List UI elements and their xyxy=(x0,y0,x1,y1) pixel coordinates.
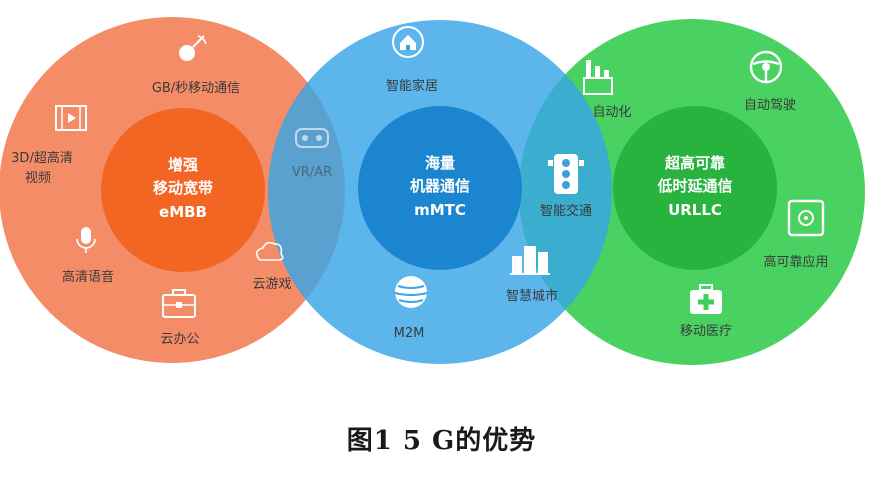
item-autonomous-driving-label: 自动驾驶 xyxy=(744,98,796,113)
briefcase-icon xyxy=(162,289,196,318)
factory-icon xyxy=(583,60,613,95)
item-mobile-medical-label: 移动医疗 xyxy=(680,324,732,339)
item-smart-traffic-label: 智能交通 xyxy=(540,203,592,219)
item-high-reliability-label: 高可靠应用 xyxy=(763,254,828,270)
embb-hub-line-1: 增强 xyxy=(168,156,198,174)
venn-diagram: 增强 移动宽带 eMBB 海量 机器通信 mMTC 超高可靠 低时延通信 URL… xyxy=(0,17,865,365)
film-strip-icon xyxy=(55,105,87,131)
item-hd-voice-label: 高清语音 xyxy=(62,269,114,285)
mmtc-hub-line-3: mMTC xyxy=(414,201,466,219)
urllc-hub xyxy=(613,106,777,270)
steering-wheel-icon xyxy=(749,50,783,84)
item-vr-ar-label: VR/AR xyxy=(292,165,332,180)
satellite-dish-icon xyxy=(179,35,207,61)
item-m2m-label: M2M xyxy=(394,326,425,341)
medical-kit-icon xyxy=(690,284,722,314)
traffic-light-icon xyxy=(548,154,584,194)
urllc-hub-line-3: URLLC xyxy=(668,201,722,219)
vr-headset-icon xyxy=(295,128,329,148)
city-buildings-icon xyxy=(510,246,550,275)
home-icon xyxy=(392,26,424,58)
item-smart-city-label: 智慧城市 xyxy=(506,288,558,304)
item-automation-label: 自动化 xyxy=(592,105,631,120)
urllc-hub-line-1: 超高可靠 xyxy=(664,154,725,172)
item-3d-video-label-2: 视频 xyxy=(25,171,51,186)
mmtc-hub-line-1: 海量 xyxy=(425,154,455,172)
mmtc-hub-line-2: 机器通信 xyxy=(410,177,470,195)
microphone-icon xyxy=(76,227,96,253)
item-cloud-game-label: 云游戏 xyxy=(252,277,291,292)
embb-hub-line-3: eMBB xyxy=(159,203,207,221)
mmtc-hub xyxy=(358,106,522,270)
urllc-hub-line-2: 低时延通信 xyxy=(656,177,732,195)
item-3d-video-label-1: 3D/超高清 xyxy=(11,150,73,166)
item-smart-home-label: 智能家居 xyxy=(386,78,438,94)
embb-hub xyxy=(101,108,265,272)
figure-caption: 图1 5 G的优势 xyxy=(346,426,537,456)
item-cloud-office-label: 云办公 xyxy=(160,332,199,347)
cloud-game-icon xyxy=(256,241,284,261)
globe-icon xyxy=(394,276,428,308)
safe-icon xyxy=(787,199,825,237)
embb-hub-line-2: 移动宽带 xyxy=(153,179,213,197)
item-gb-mobile-label: GB/秒移动通信 xyxy=(152,81,240,96)
